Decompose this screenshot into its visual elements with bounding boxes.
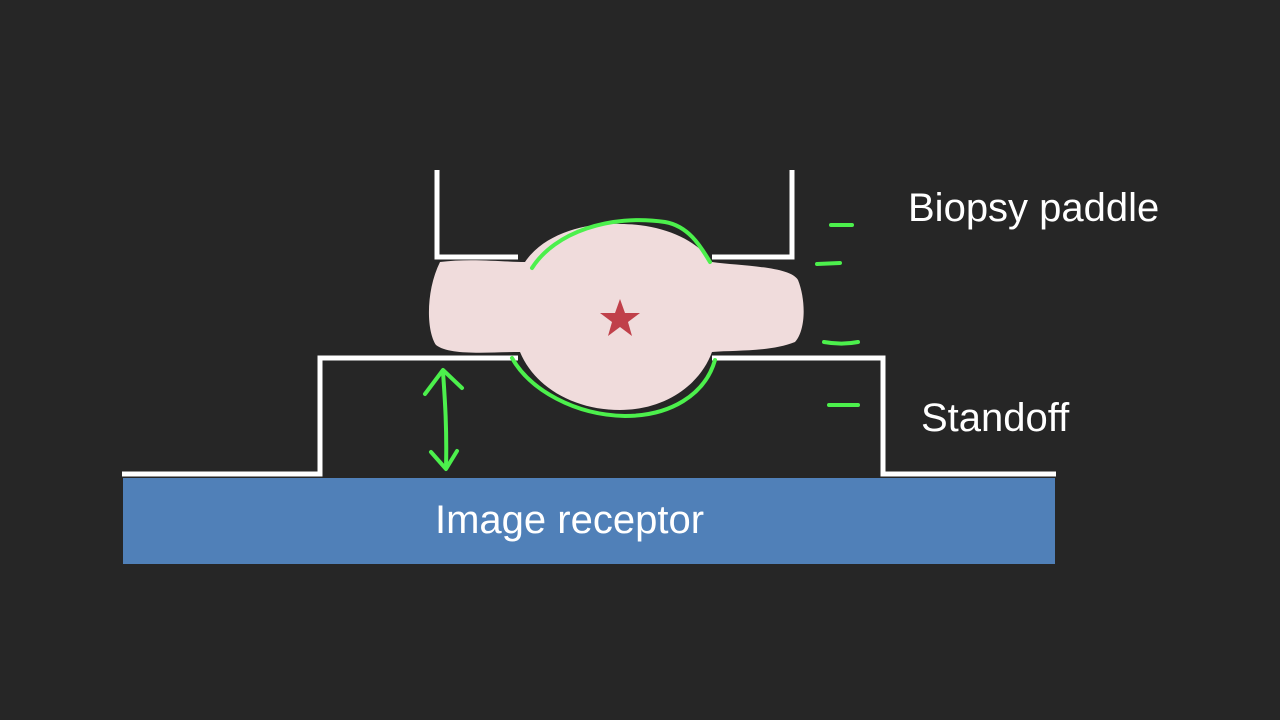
biopsy-paddle-label: Biopsy paddle [908, 186, 1160, 230]
motion-dashes [815, 223, 860, 407]
lesion-outline-top [530, 218, 712, 270]
image-receptor [123, 478, 1055, 564]
standoff-outline-right [712, 355, 1056, 477]
star-icon [600, 299, 640, 336]
biopsy-paddle-left [434, 170, 518, 260]
lesion-outline-bottom [510, 356, 717, 419]
biopsy-paddle-right [712, 170, 795, 260]
standoff-label: Standoff [921, 396, 1070, 440]
image-receptor-label: Image receptor [435, 498, 705, 542]
double-arrow-icon [423, 368, 464, 471]
standoff-outline [122, 355, 518, 477]
